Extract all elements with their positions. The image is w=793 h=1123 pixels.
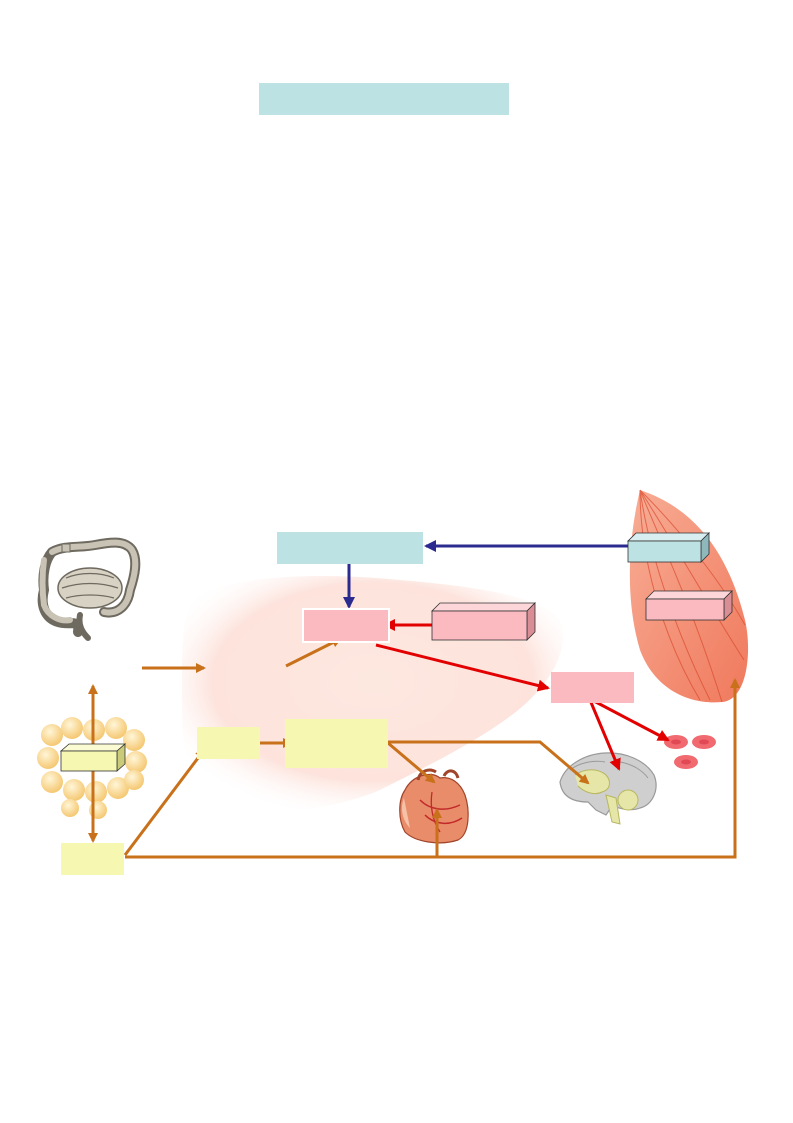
output-pink-box	[551, 672, 634, 703]
intestine-icon	[37, 537, 141, 641]
title-box	[259, 83, 509, 115]
muscle-blue-box	[627, 532, 710, 563]
liver-center-pink-box	[302, 608, 390, 643]
bottom-left-yellow-box	[61, 843, 124, 875]
arrow-center-to-output	[375, 643, 550, 692]
arrow-liver-to-center	[285, 637, 342, 668]
liver-large-yellow-box	[285, 719, 388, 768]
arrow-output-to-blood-cells	[591, 698, 670, 742]
brain-icon	[559, 752, 657, 825]
adipose-yellow-box	[59, 743, 127, 772]
arrow-bottom-to-muscle	[125, 678, 740, 859]
red-blood-cells-icon	[664, 735, 716, 769]
top-blue-box	[277, 532, 423, 564]
arrow-output-to-brain	[588, 699, 621, 771]
arrow-large-yellow-to-brain	[388, 740, 590, 785]
liver-small-yellow-box	[197, 727, 260, 759]
arrow-large-yellow-to-heart	[387, 741, 436, 784]
muscle-pink-box	[645, 590, 733, 621]
adipose-tissue-icon	[37, 717, 147, 819]
arrow-bottom-to-small-yellow	[123, 748, 206, 856]
liver-right-pink-box	[431, 602, 536, 641]
